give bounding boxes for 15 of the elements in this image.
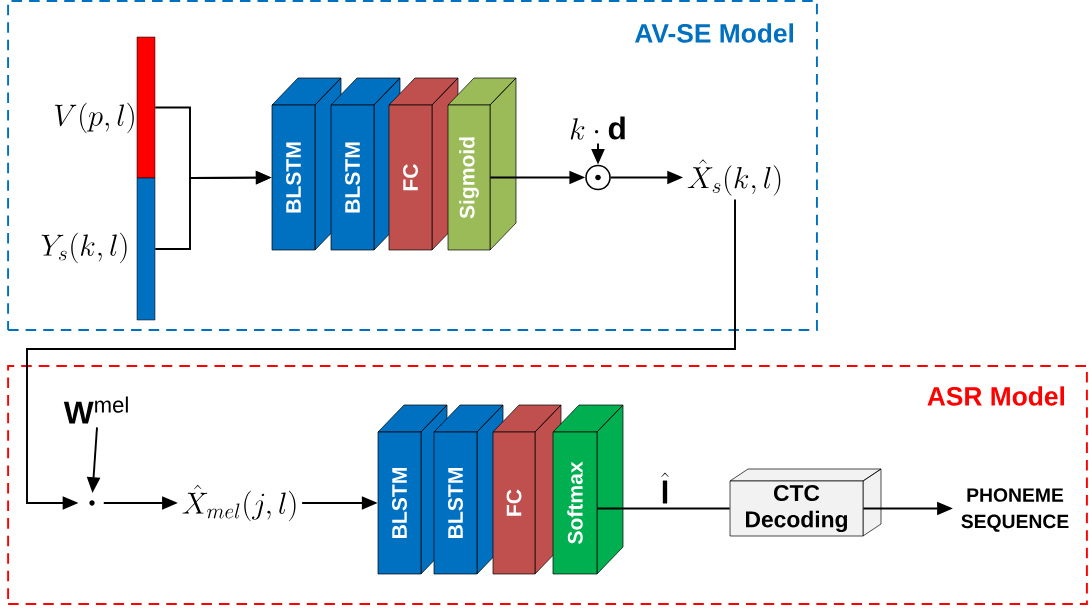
group-title: ASR Model	[927, 386, 1064, 406]
product-symbol	[585, 164, 611, 191]
decoder-box: CTC Decoding	[729, 468, 882, 537]
arrow	[26, 198, 736, 510]
math-label: $\hat{X}_s(k,l)$	[687, 159, 781, 196]
math-label: $\hat{X}_{mel}(j,l)$	[182, 484, 296, 522]
math-label: $V(p,l)$	[55, 102, 134, 134]
math-label: $k\cdot\mathbf{d}$	[570, 116, 625, 140]
layer-block: Sigmoid	[447, 77, 517, 251]
group-title: AV-SE Model	[635, 23, 793, 43]
layer-block: Softmax	[552, 404, 624, 575]
math-label: $Y_s(k,l)$	[41, 232, 127, 264]
edge-label: $\hat{\mathbf{l}}$	[658, 470, 672, 506]
math-label: $\mathbf{W}^{\mathrm{mel}}$	[63, 396, 128, 424]
output-label: PHONEME SEQUENCE	[961, 488, 1069, 532]
